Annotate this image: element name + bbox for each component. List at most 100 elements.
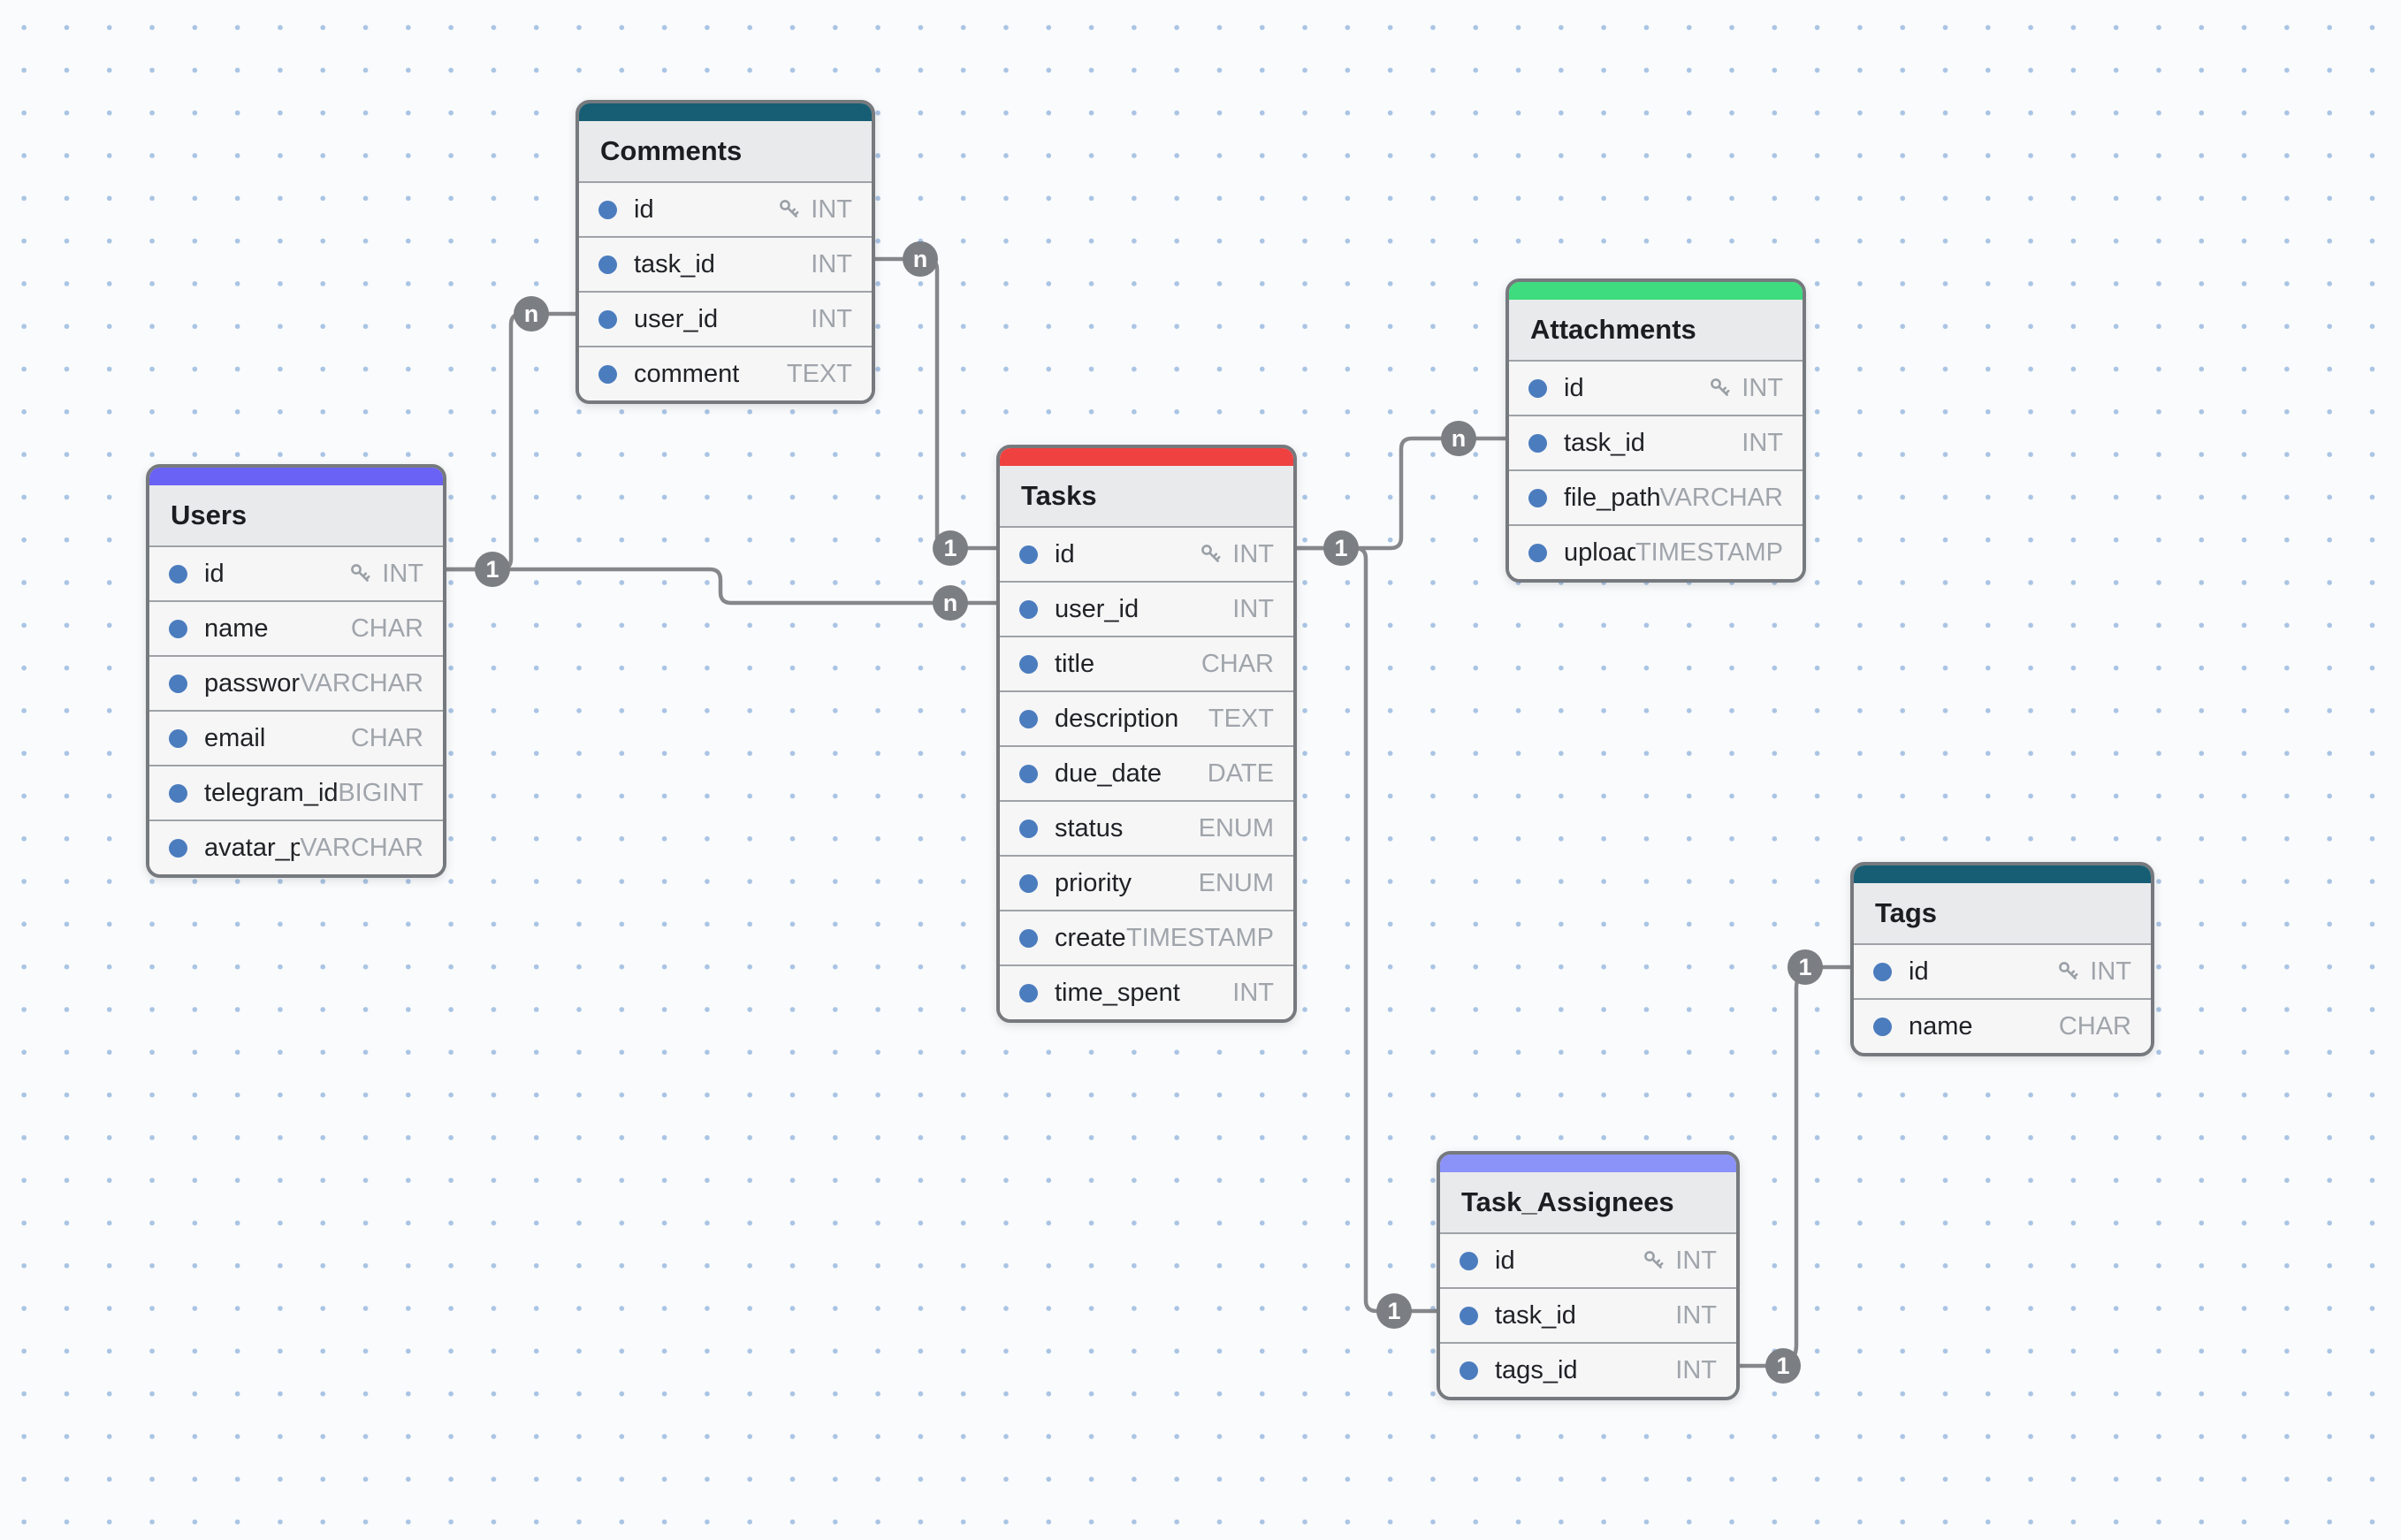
table-header-attachments[interactable]: Attachments	[1509, 300, 1803, 360]
field-row[interactable]: avatar_pa...VARCHAR	[149, 820, 443, 874]
field-name: due_date	[1055, 759, 1162, 788]
field-dot-icon	[1528, 433, 1547, 453]
field-type: ENUM	[1198, 813, 1274, 842]
table-title-label: Tags	[1875, 897, 1938, 928]
field-name: task_id	[1564, 428, 1645, 457]
field-name: id	[204, 559, 225, 588]
field-dot-icon	[598, 309, 617, 329]
field-name: comment	[634, 359, 740, 388]
field-dot-icon	[1019, 983, 1038, 1003]
field-type: INT	[382, 559, 423, 588]
field-dot-icon	[1019, 599, 1038, 619]
table-header-tags[interactable]: Tags	[1854, 883, 2151, 943]
cardinality-label: n	[1452, 425, 1467, 452]
field-name: task_id	[1495, 1300, 1576, 1330]
table-header-task_assignees[interactable]: Task_Assignees	[1440, 1172, 1736, 1232]
field-row[interactable]: id INT	[579, 181, 872, 236]
field-name: tags_id	[1495, 1355, 1578, 1384]
table-header-comments[interactable]: Comments	[579, 121, 872, 181]
field-row[interactable]: task_id INT	[1509, 415, 1803, 469]
relationship-tasks-task_assignees[interactable]	[1297, 545, 1437, 1314]
primary-key-icon	[2055, 958, 2082, 985]
field-row[interactable]: user_id INT	[579, 291, 872, 346]
field-type: TEXT	[1208, 704, 1274, 733]
cardinality-label: 1	[943, 535, 957, 561]
field-type-group: INT	[776, 195, 852, 225]
table-users[interactable]: Users id INT nameCHARpasswordVARCHARemailCH…	[146, 464, 446, 878]
field-name: title	[1055, 649, 1095, 678]
field-type-group: INT	[1232, 979, 1274, 1008]
field-type: INT	[1742, 373, 1783, 402]
field-type-group: INT	[1707, 374, 1783, 403]
field-dot-icon	[598, 364, 617, 384]
field-name: avatar_pa...	[204, 833, 300, 862]
field-row[interactable]: upload...TIMESTAMP	[1509, 524, 1803, 579]
field-type-group: VARCHAR	[1659, 484, 1783, 513]
table-header-users[interactable]: Users	[149, 485, 443, 545]
field-dot-icon	[1019, 709, 1038, 728]
field-type-group: INT	[811, 250, 852, 279]
relationship-tags-task_assignees[interactable]	[1740, 964, 1850, 1368]
field-type: VARCHAR	[300, 833, 423, 862]
table-color-strip	[579, 103, 872, 121]
field-dot-icon	[1019, 764, 1038, 783]
field-type-group: INT	[811, 305, 852, 334]
field-dot-icon	[1019, 819, 1038, 838]
field-type-group: ENUM	[1199, 869, 1274, 898]
relationship-comments-tasks[interactable]	[875, 256, 996, 551]
field-type-group: TIMESTAMP	[1126, 924, 1274, 953]
field-row[interactable]: comment TEXT	[579, 346, 872, 400]
field-type: INT	[1232, 539, 1274, 568]
relationship-users-tasks[interactable]	[446, 567, 996, 606]
field-name: id	[634, 194, 654, 224]
table-color-strip	[1854, 865, 2151, 883]
relationship-users-comments[interactable]	[446, 311, 575, 572]
field-dot-icon	[169, 783, 187, 803]
field-type-group: INT	[1232, 595, 1274, 624]
field-type: VARCHAR	[1659, 483, 1783, 512]
field-row[interactable]: passwordVARCHAR	[149, 655, 443, 710]
field-row[interactable]: created...TIMESTAMP	[1000, 910, 1293, 964]
field-type: TIMESTAMP	[1125, 923, 1274, 952]
field-type: TEXT	[786, 359, 852, 388]
relationship-tasks-attachments[interactable]	[1297, 436, 1505, 551]
table-title-label: Users	[171, 499, 248, 530]
field-type-group: TEXT	[1208, 705, 1274, 734]
field-name: user_id	[634, 304, 719, 333]
field-row[interactable]: task_id INT	[1440, 1287, 1736, 1342]
primary-key-icon	[1707, 375, 1734, 401]
field-name: email	[204, 723, 266, 752]
field-name: description	[1055, 704, 1179, 733]
cardinality-bubble	[1441, 421, 1476, 456]
field-type: INT	[1742, 428, 1783, 457]
field-type: INT	[1675, 1300, 1717, 1330]
table-header-tasks[interactable]: Tasks	[1000, 466, 1293, 526]
cardinality-bubble	[1787, 949, 1823, 985]
field-row[interactable]: description TEXT	[1000, 690, 1293, 745]
field-dot-icon	[1528, 378, 1547, 398]
field-row[interactable]: id INT	[149, 545, 443, 600]
